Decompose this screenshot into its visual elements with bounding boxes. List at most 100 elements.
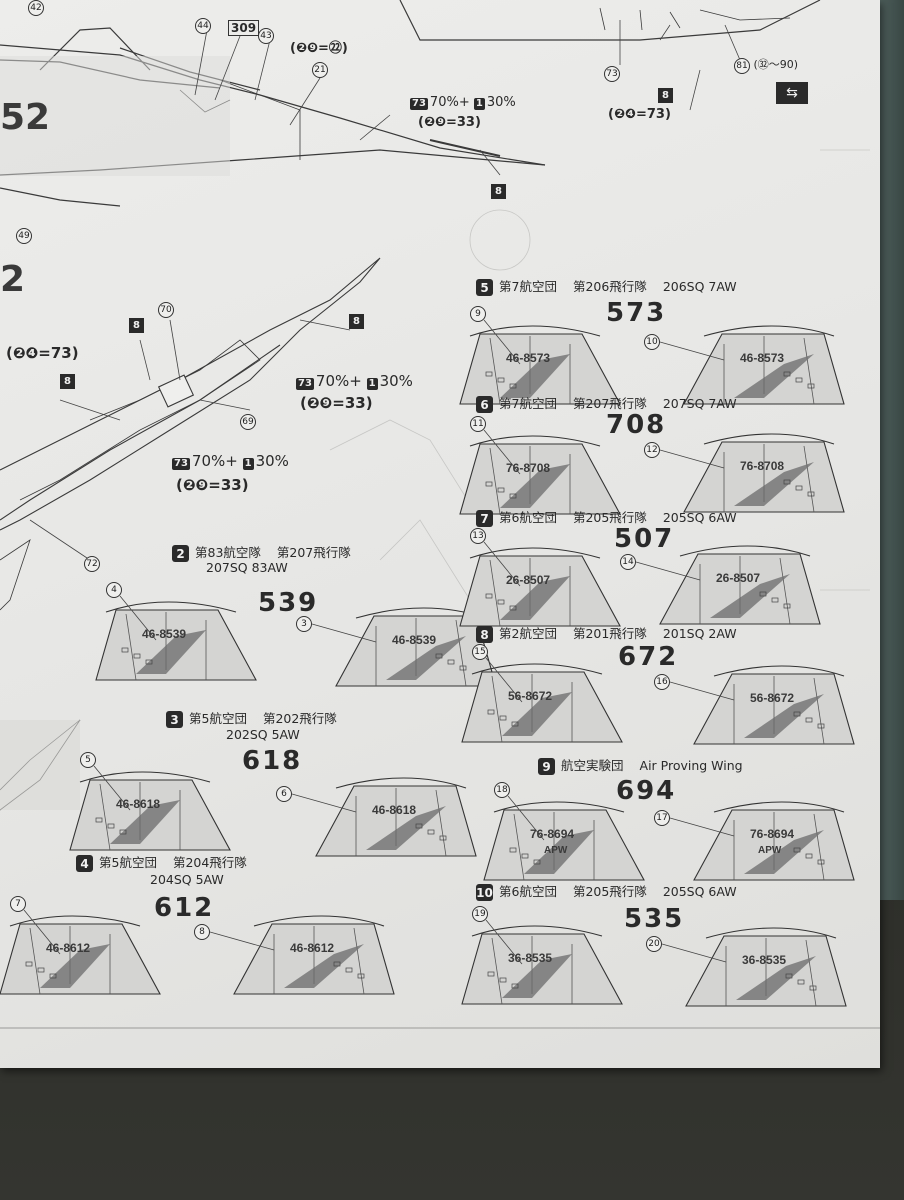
tail-serial-right: 46-8573 (740, 351, 785, 365)
tail-serial-right: 36-8535 (742, 953, 787, 967)
fin-stripe (386, 636, 466, 680)
fin-stripe (734, 462, 814, 506)
callout-range: (㉜～90) (753, 58, 799, 71)
decal-callout-left: 5 (80, 752, 96, 768)
nose-number: 539 (258, 588, 319, 618)
fin-stripe (40, 944, 110, 988)
paint-code-a: 73 (410, 98, 428, 110)
fin-canopy (469, 435, 601, 447)
fin-right-4 (683, 433, 845, 513)
fin-stripe (284, 944, 364, 988)
fin-canopy (713, 665, 845, 677)
leader-lines (29, 20, 741, 561)
fin-left-4 (459, 435, 621, 515)
squadron-name-en: 205SQ 6AW (662, 510, 737, 526)
fin-canopy (471, 663, 603, 675)
fin-right-2 (233, 915, 395, 995)
decal-callout-left: 4 (106, 582, 122, 598)
scheme-number-badge: 10 (476, 884, 493, 901)
fin-stripe (744, 830, 824, 874)
fin-canopy (469, 325, 601, 337)
scheme-number-badge: 6 (476, 396, 493, 413)
wing-name-jp: 第7航空団 (499, 396, 557, 412)
callout-81-range: 81 (㉜～90) (734, 58, 798, 74)
nose-number: 672 (618, 642, 679, 672)
squadron-name-en: 207SQ 7AW (662, 396, 737, 412)
callout-42: 42 (28, 0, 44, 16)
tail-serial-left: 56-8672 (508, 689, 553, 703)
fin-canopy (713, 801, 845, 813)
tail-serial-left: 46-8573 (506, 351, 551, 365)
fin-right-1 (315, 777, 477, 857)
callout-81: 81 (734, 58, 750, 74)
scheme-number-badge: 8 (476, 626, 493, 643)
decal-callout-right: 12 (644, 442, 660, 458)
tail-text-right: APW (758, 845, 782, 856)
squadron-name-en: Air Proving Wing (639, 758, 743, 774)
wing-name-jp: 第5航空団 (189, 711, 247, 727)
squadron-name-jp: 第206飛行隊 (572, 279, 647, 295)
squadron-name-jp: 第202飛行隊 (262, 711, 337, 727)
fin-stripe (524, 830, 594, 874)
fin-stripe (500, 464, 570, 508)
fin-canopy (105, 601, 237, 613)
squadron-name-en: 205SQ 6AW (662, 884, 737, 900)
callout-43: 43 (258, 28, 274, 44)
top-right-formula: (❷❹=73) (608, 107, 671, 122)
mat-edge (880, 0, 904, 900)
squadron-name-en: 201SQ 2AW (662, 626, 737, 642)
callout-70: 70 (158, 302, 174, 318)
callout-44: 44 (195, 18, 211, 34)
tail-serial-left: 76-8694 (530, 827, 575, 841)
callout-73: 73 (604, 66, 620, 82)
decal-callout-left: 11 (470, 416, 486, 432)
decal-callout-right: 10 (644, 334, 660, 350)
squadron-name-jp: 第207飛行隊 (276, 545, 351, 561)
fin-left-2 (0, 915, 161, 995)
decal-callout-right: 17 (654, 810, 670, 826)
tail-serial-right: 56-8672 (750, 691, 795, 705)
tail-serial-right: 46-8612 (290, 941, 335, 955)
fin-canopy (705, 927, 837, 939)
reverse-side-icon: ⇆ (776, 82, 808, 104)
fin-canopy (679, 545, 811, 557)
line-drawing (0, 0, 880, 1029)
squadron-name-jp: 第207飛行隊 (572, 396, 647, 412)
fin-right-8 (685, 927, 847, 1007)
fin-left-8 (461, 925, 623, 1005)
fin-leader-lines (23, 319, 735, 965)
fin-left-6 (461, 663, 623, 743)
tail-serial-left: 46-8612 (46, 941, 91, 955)
nose-number: 694 (616, 776, 677, 806)
top-fin-box: 8 (491, 184, 506, 199)
nose-number: 573 (606, 298, 667, 328)
squadron-name-jp: 第205飛行隊 (572, 884, 647, 900)
callout-309: 309 (228, 20, 260, 36)
tail-serial-left: 26-8507 (506, 573, 551, 587)
tail-fins (0, 325, 855, 1007)
decal-callout-left: 19 (472, 906, 488, 922)
decal-callout-left: 15 (472, 644, 488, 660)
fin-stripe (502, 692, 572, 736)
fin-stripe (710, 574, 790, 618)
wing-name-jp: 第2航空団 (499, 626, 557, 642)
fin-left-1 (69, 771, 231, 851)
callout-49: 49 (16, 228, 32, 244)
decal-callout-right: 20 (646, 936, 662, 952)
fin-canopy (9, 915, 141, 927)
squadron-name-jp: 第205飛行隊 (572, 510, 647, 526)
wing-name-jp: 第5航空団 (99, 855, 157, 871)
paint-code-b: 1 (473, 98, 485, 110)
decal-callout-right: 6 (276, 786, 292, 802)
fin-stripe (366, 806, 446, 850)
decal-callout-right: 3 (296, 616, 312, 632)
tail-serial-right: 26-8507 (716, 571, 761, 585)
callout-69: 69 (240, 414, 256, 430)
fin-canopy (79, 771, 211, 783)
